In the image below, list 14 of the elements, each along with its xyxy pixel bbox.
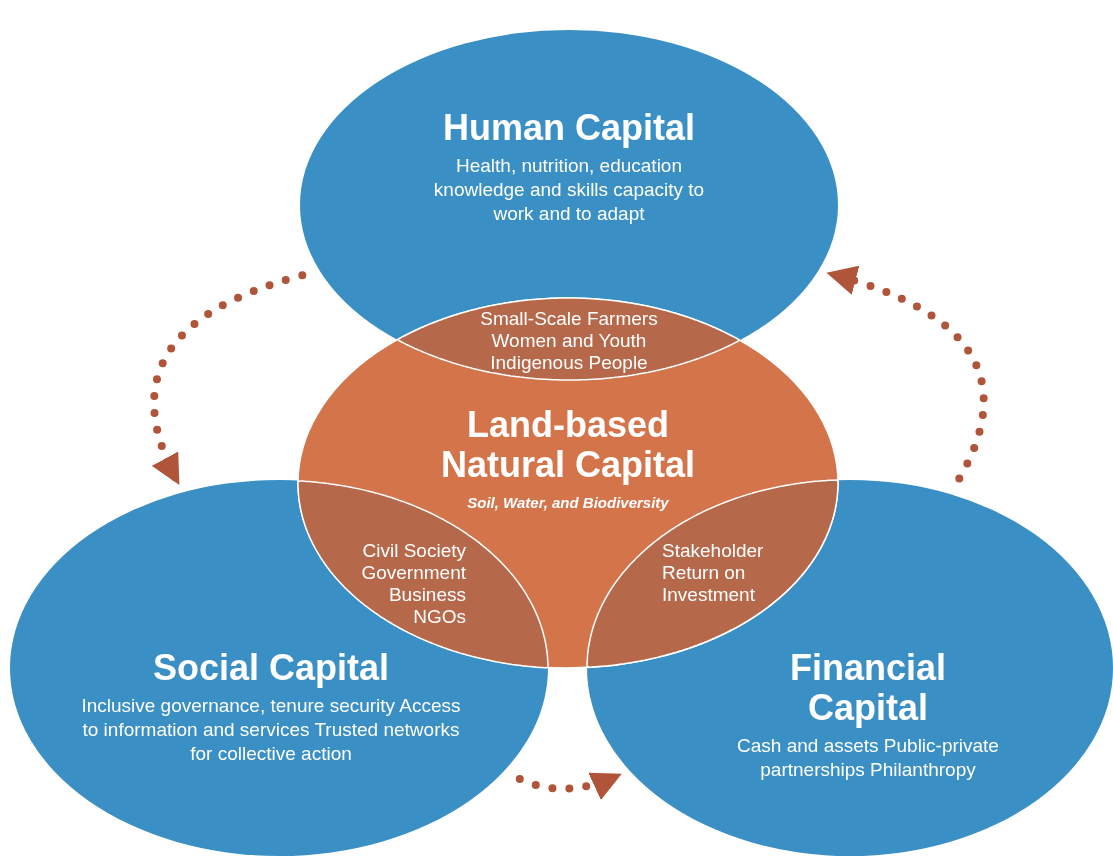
capital-title: Human Capital xyxy=(441,108,696,148)
dotted-arrow xyxy=(515,771,623,800)
overlap-text: Stakeholder Return on Investment xyxy=(662,540,765,606)
capital-description: Cash and assets Public-private partnerships Philanthropy xyxy=(736,734,1000,782)
dotted-arrow xyxy=(150,271,307,486)
capital-description: Health, nutrition, education knowledge and skills capacity to work and to adapt xyxy=(432,154,706,226)
capital-title: Land-based Natural Capital xyxy=(439,405,697,485)
subtitle-text: Soil, Water, and Biodiversity xyxy=(466,493,670,513)
capital-title: Financial Capital xyxy=(788,648,947,728)
overlap-text: Civil Society Government Business NGOs xyxy=(360,540,466,628)
capital-description: Inclusive governance, tenure security Access to information and services Trusted networks for collective action xyxy=(81,694,461,766)
overlap-text: Small-Scale Farmers Women and Youth Indigenous People xyxy=(479,308,659,374)
capital-title: Social Capital xyxy=(151,648,391,688)
dotted-arrow xyxy=(826,266,988,483)
